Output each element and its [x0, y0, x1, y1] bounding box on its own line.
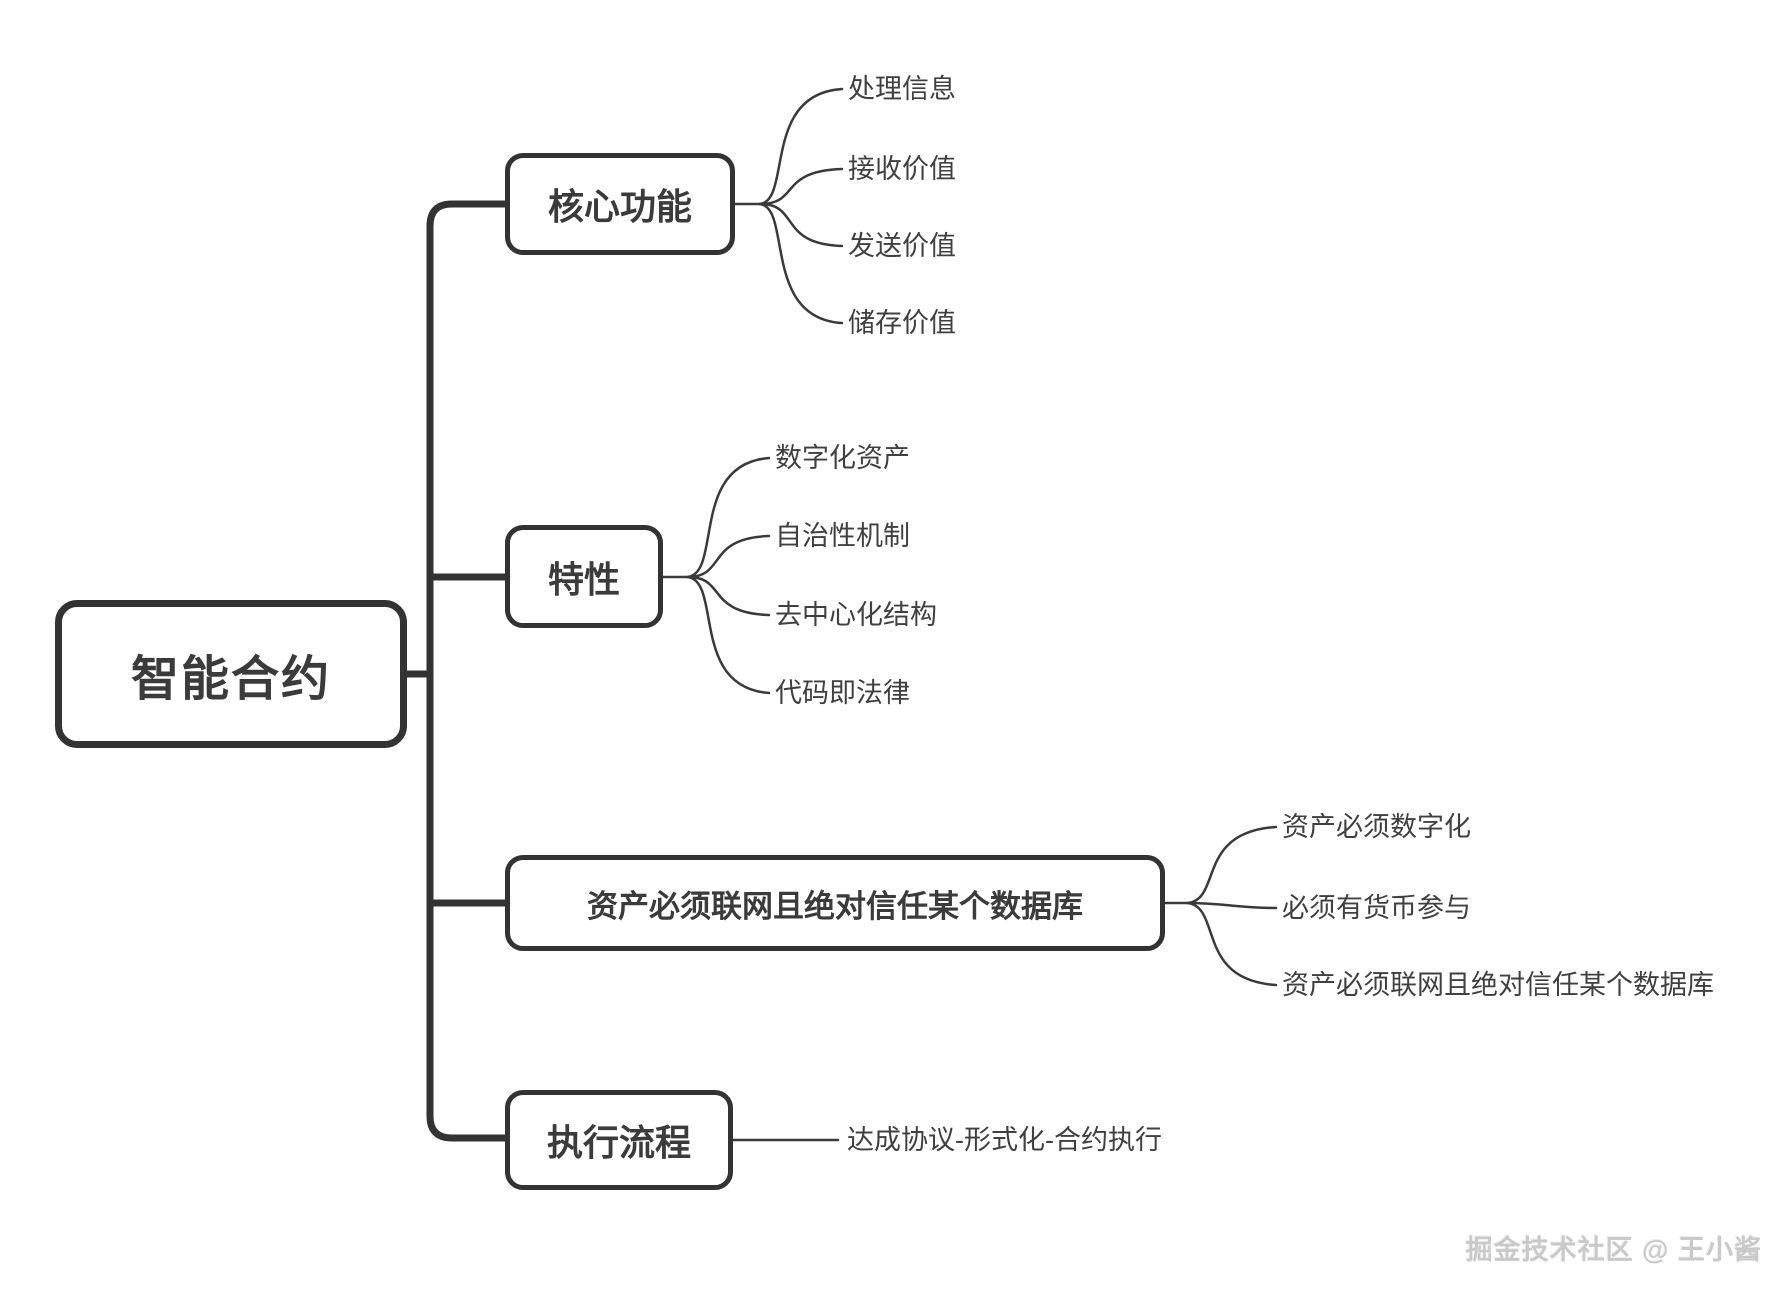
branch-execution-process[interactable]: 执行流程 — [505, 1090, 733, 1190]
branch-core-functions[interactable]: 核心功能 — [505, 153, 735, 255]
leaf-code-is-law[interactable]: 代码即法律 — [775, 678, 910, 708]
leaf-assets-digitized[interactable]: 资产必须数字化 — [1282, 812, 1471, 842]
leaf-autonomous-mechanism[interactable]: 自治性机制 — [775, 521, 910, 551]
leaf-store-value[interactable]: 储存价值 — [848, 308, 956, 338]
root-node-smart-contract[interactable]: 智能合约 — [55, 600, 407, 748]
leaf-process-info[interactable]: 处理信息 — [848, 74, 956, 104]
branch-characteristics-label: 特性 — [547, 558, 620, 600]
leaf-decentralized-structure[interactable]: 去中心化结构 — [775, 600, 937, 630]
branch-characteristics[interactable]: 特性 — [505, 525, 663, 628]
watermark-text: 掘金技术社区 @ 王小酱 — [1465, 1235, 1762, 1265]
branch-assets-networked-database[interactable]: 资产必须联网且绝对信任某个数据库 — [505, 855, 1165, 951]
leaf-assets-networked-database[interactable]: 资产必须联网且绝对信任某个数据库 — [1282, 970, 1714, 1000]
leaf-currency-involved[interactable]: 必须有货币参与 — [1282, 893, 1471, 923]
branch-assets-networked-database-label: 资产必须联网且绝对信任某个数据库 — [587, 888, 1083, 924]
leaf-receive-value[interactable]: 接收价值 — [848, 154, 956, 184]
branch-core-functions-label: 核心功能 — [547, 186, 692, 227]
leaf-execution-steps[interactable]: 达成协议-形式化-合约执行 — [847, 1125, 1162, 1155]
leaf-send-value[interactable]: 发送价值 — [848, 231, 956, 261]
leaf-digital-assets[interactable]: 数字化资产 — [775, 443, 910, 473]
root-node-label: 智能合约 — [130, 653, 331, 706]
branch-execution-process-label: 执行流程 — [546, 1122, 691, 1163]
